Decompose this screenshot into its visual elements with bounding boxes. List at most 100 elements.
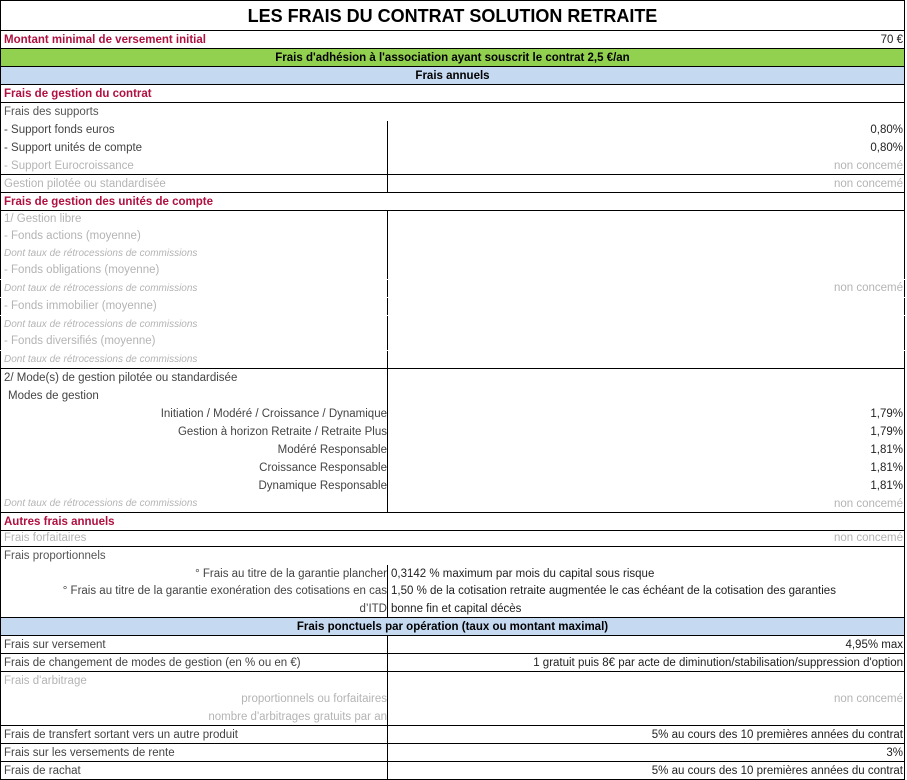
obligations-label: - Fonds obligations (moyenne) — [4, 264, 160, 276]
row-plancher: ° Frais au titre de la garantie plancher… — [0, 565, 905, 583]
mode-item-label: Croissance Responsable — [259, 462, 387, 474]
gestion-libre-label: 1/ Gestion libre — [4, 213, 82, 225]
retro-obligations-label: Dont taux de rétrocessions de commission… — [4, 283, 198, 294]
exoneration-value: 1,50 % de la cotisation retraite augment… — [387, 582, 906, 600]
ponctuels-header: Frais ponctuels par opération (taux ou m… — [0, 618, 905, 636]
changement-label: Frais de changement de modes de gestion … — [4, 657, 301, 669]
actions-label: - Fonds actions (moyenne) — [4, 230, 141, 242]
row-unites-compte: - Support unités de compte 0,80% — [0, 139, 905, 157]
retro-immobilier-label: Dont taux de rétrocessions de commission… — [4, 319, 198, 330]
forfaitaires-label: Frais forfaitaires — [4, 532, 87, 544]
row-gestion-pilotee: Gestion pilotée ou standardisée non conc… — [0, 175, 905, 193]
diversifies-label: - Fonds diversifiés (moyenne) — [4, 335, 156, 347]
row-supports: Frais des supports — [0, 103, 905, 121]
mode-item-value: 1,79% — [387, 405, 906, 423]
frais-annuels-header: Frais annuels — [0, 67, 905, 85]
mode-item-value: 1,81% — [387, 477, 906, 495]
rachat-value: 5% au cours des 10 premières années du c… — [387, 762, 906, 779]
row-arbitrage: Frais d'arbitrage — [0, 672, 905, 690]
section-autres: Autres frais annuels — [0, 513, 905, 531]
row-mode-item: Initiation / Modéré / Croissance / Dynam… — [0, 405, 905, 423]
changement-value: 1 gratuit puis 8€ par acte de diminution… — [387, 654, 906, 671]
rente-value: 3% — [387, 744, 906, 761]
fonds-euros-value: 0,80% — [387, 121, 906, 139]
row-diversifies: - Fonds diversifiés (moyenne) — [0, 333, 905, 350]
row-immobilier: - Fonds immobilier (moyenne) — [0, 298, 905, 315]
rente-label: Frais sur les versements de rente — [4, 747, 175, 759]
forfaitaires-value: non concemé — [833, 532, 903, 544]
row-proportionnels: Frais proportionnels — [0, 547, 905, 565]
row-retro-immobilier: Dont taux de rétrocessions de commission… — [0, 316, 905, 333]
row-mode-item: Croissance Responsable 1,81% — [0, 459, 905, 477]
section-gestion-uc: Frais de gestion des unités de compte — [0, 193, 905, 211]
mode-item-value: 1,81% — [387, 459, 906, 477]
section-gestion-contrat: Frais de gestion du contrat — [0, 85, 905, 103]
row-retro-actions: Dont taux de rétrocessions de commission… — [0, 245, 905, 262]
fonds-euros-label: - Support fonds euros — [4, 124, 115, 136]
row-mode-gestion: 2/ Mode(s) de gestion pilotée ou standar… — [0, 369, 905, 387]
row-retro-obligations: Dont taux de rétrocessions de commission… — [0, 280, 905, 297]
row-exoneration-cont: d’ITD bonne fin et capital décès — [0, 600, 905, 618]
mode-gestion-label: 2/ Mode(s) de gestion pilotée ou standar… — [4, 372, 238, 384]
row-rachat: Frais de rachat 5% au cours des 10 premi… — [0, 762, 905, 780]
row-actions: - Fonds actions (moyenne) — [0, 228, 905, 245]
mode-item-label: Gestion à horizon Retraite / Retraite Pl… — [177, 426, 387, 438]
versement-label: Frais sur versement — [4, 639, 106, 651]
gestion-pilotee-value: non concemé — [387, 175, 906, 192]
retro-actions-label: Dont taux de rétrocessions de commission… — [4, 248, 198, 259]
versement-value: 4,95% max — [387, 636, 906, 653]
row-mode-item: Dynamique Responsable 1,81% — [0, 477, 905, 495]
row-changement: Frais de changement de modes de gestion … — [0, 654, 905, 672]
supports-label: Frais des supports — [4, 106, 99, 118]
exoneration-label-cont: d’ITD — [359, 603, 387, 615]
montant-label: Montant minimal de versement initial — [4, 34, 206, 46]
row-transfert: Frais de transfert sortant vers un autre… — [0, 726, 905, 744]
eurocroissance-value: non concemé — [387, 157, 906, 174]
row-arbitrage-nb: nombre d'arbitrages gratuits par an — [0, 708, 905, 726]
plancher-value: 0,3142 % maximum par mois du capital sou… — [387, 565, 906, 583]
gestion-libre-value: non concemé — [387, 280, 906, 297]
row-obligations: - Fonds obligations (moyenne) — [0, 262, 905, 279]
mode-item-label: Dynamique Responsable — [258, 480, 388, 492]
row-versement: Frais sur versement 4,95% max — [0, 636, 905, 654]
gestion-contrat-header: Frais de gestion du contrat — [4, 88, 152, 100]
arbitrage-label: Frais d'arbitrage — [4, 675, 87, 687]
row-fonds-euros: - Support fonds euros 0,80% — [0, 121, 905, 139]
row-rente: Frais sur les versements de rente 3% — [0, 744, 905, 762]
unites-compte-value: 0,80% — [387, 139, 906, 157]
arbitrage-value: non concemé — [387, 690, 906, 708]
row-retro-modes: Dont taux de rétrocessions de commission… — [0, 495, 905, 513]
rachat-label: Frais de rachat — [4, 765, 81, 777]
page-title: LES FRAIS DU CONTRAT SOLUTION RETRAITE — [0, 0, 905, 31]
modes-label: Modes de gestion — [8, 390, 99, 402]
arbitrage-nb-label: nombre d'arbitrages gratuits par an — [208, 711, 387, 723]
transfert-value: 5% au cours des 10 premières années du c… — [387, 726, 906, 743]
montant-value: 70 € — [880, 34, 903, 46]
row-mode-item: Gestion à horizon Retraite / Retraite Pl… — [0, 423, 905, 441]
exoneration-label: ° Frais au titre de la garantie exonérat… — [62, 585, 387, 597]
plancher-label: ° Frais au titre de la garantie plancher — [195, 568, 387, 580]
unites-compte-label: - Support unités de compte — [4, 142, 143, 154]
retro-modes-value: non concemé — [387, 495, 906, 512]
transfert-label: Frais de transfert sortant vers un autre… — [4, 729, 238, 741]
row-arbitrage-prop: proportionnels ou forfaitaires non conce… — [0, 690, 905, 708]
gestion-pilotee-label: Gestion pilotée ou standardisée — [4, 178, 166, 190]
mode-item-label: Initiation / Modéré / Croissance / Dynam… — [160, 408, 387, 420]
row-forfaitaires: Frais forfaitaires non concemé — [0, 529, 905, 547]
autres-header: Autres frais annuels — [4, 516, 115, 528]
row-retro-diversifies: Dont taux de rétrocessions de commission… — [0, 351, 905, 369]
arbitrage-prop-label: proportionnels ou forfaitaires — [241, 693, 387, 705]
eurocroissance-label: - Support Eurocroissance — [4, 160, 134, 172]
gestion-uc-header: Frais de gestion des unités de compte — [4, 196, 213, 208]
mode-item-value: 1,79% — [387, 423, 906, 441]
mode-item-value: 1,81% — [387, 441, 906, 459]
retro-diversifies-label: Dont taux de rétrocessions de commission… — [4, 354, 198, 365]
retro-modes-label: Dont taux de rétrocessions de commission… — [4, 498, 198, 509]
immobilier-label: - Fonds immobilier (moyenne) — [4, 300, 157, 312]
mode-item-label: Modéré Responsable — [277, 444, 387, 456]
row-gestion-libre: 1/ Gestion libre — [0, 211, 905, 228]
row-mode-item: Modéré Responsable 1,81% — [0, 441, 905, 459]
row-eurocroissance: - Support Eurocroissance non concemé — [0, 157, 905, 175]
proportionnels-label: Frais proportionnels — [4, 550, 106, 562]
